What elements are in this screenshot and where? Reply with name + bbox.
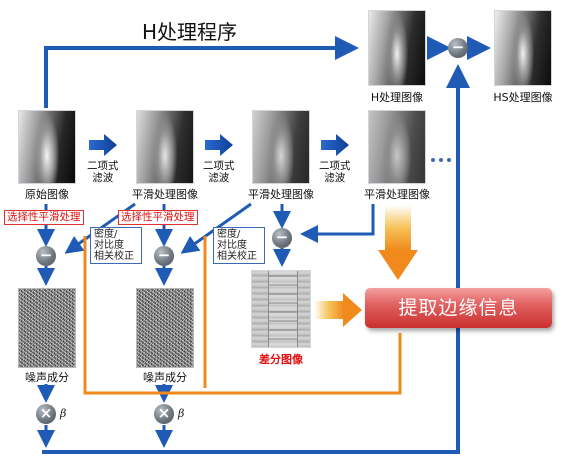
diagram-title: H处理程序 xyxy=(142,20,238,44)
orange-down-arrow xyxy=(378,250,418,280)
noise-label-1: 噪声成分 xyxy=(25,371,69,384)
edge-extraction-box: 提取边缘信息 xyxy=(365,288,552,328)
hs-image xyxy=(494,10,552,86)
filter-label-2: 二项式滤波 xyxy=(203,160,235,184)
noise-label-2: 噪声成分 xyxy=(143,371,187,384)
feedback-line xyxy=(42,64,470,454)
minus-operator-2: − xyxy=(154,246,174,266)
smooth-image-label-2: 平滑处理图像 xyxy=(248,188,314,201)
times-operator-1: × xyxy=(36,404,56,424)
noise-image-2 xyxy=(136,288,194,368)
more-steps-dots xyxy=(431,147,455,166)
difference-image-label: 差分图像 xyxy=(259,353,303,366)
selective-smoothing-2: 选择性平滑处理 xyxy=(118,210,198,225)
correction-box-2: 密度/对比度相关校正 xyxy=(213,227,265,264)
correction-box-1: 密度/对比度相关校正 xyxy=(90,227,142,264)
noise-image-1 xyxy=(18,288,76,368)
orange-right-arrow xyxy=(343,293,362,327)
minus-operator-3: − xyxy=(272,228,292,248)
smooth-image-label-3: 平滑处理图像 xyxy=(364,188,430,201)
smooth-image-label-1: 平滑处理图像 xyxy=(132,188,198,201)
filter-label-3: 二项式滤波 xyxy=(319,160,351,184)
minus-operator-h: − xyxy=(448,38,468,58)
times-operator-2: × xyxy=(154,404,174,424)
h-image xyxy=(368,10,426,86)
smooth-image-2 xyxy=(252,110,310,184)
smooth-image-1 xyxy=(136,110,194,184)
hs-image-label: HS处理图像 xyxy=(493,91,553,104)
filter-label-1: 二项式滤波 xyxy=(87,160,119,184)
minus-operator-1: − xyxy=(36,246,56,266)
difference-image xyxy=(251,270,311,348)
h-image-label: H处理图像 xyxy=(370,91,424,104)
smooth-image-3 xyxy=(368,110,426,184)
original-image-label: 原始图像 xyxy=(25,188,69,201)
beta-symbol-2: β xyxy=(178,407,185,420)
original-image xyxy=(18,110,76,184)
h-path-arrow xyxy=(44,36,359,108)
beta-symbol-1: β xyxy=(60,407,67,420)
step-arrows xyxy=(89,134,349,156)
selective-smoothing-1: 选择性平滑处理 xyxy=(4,210,84,225)
